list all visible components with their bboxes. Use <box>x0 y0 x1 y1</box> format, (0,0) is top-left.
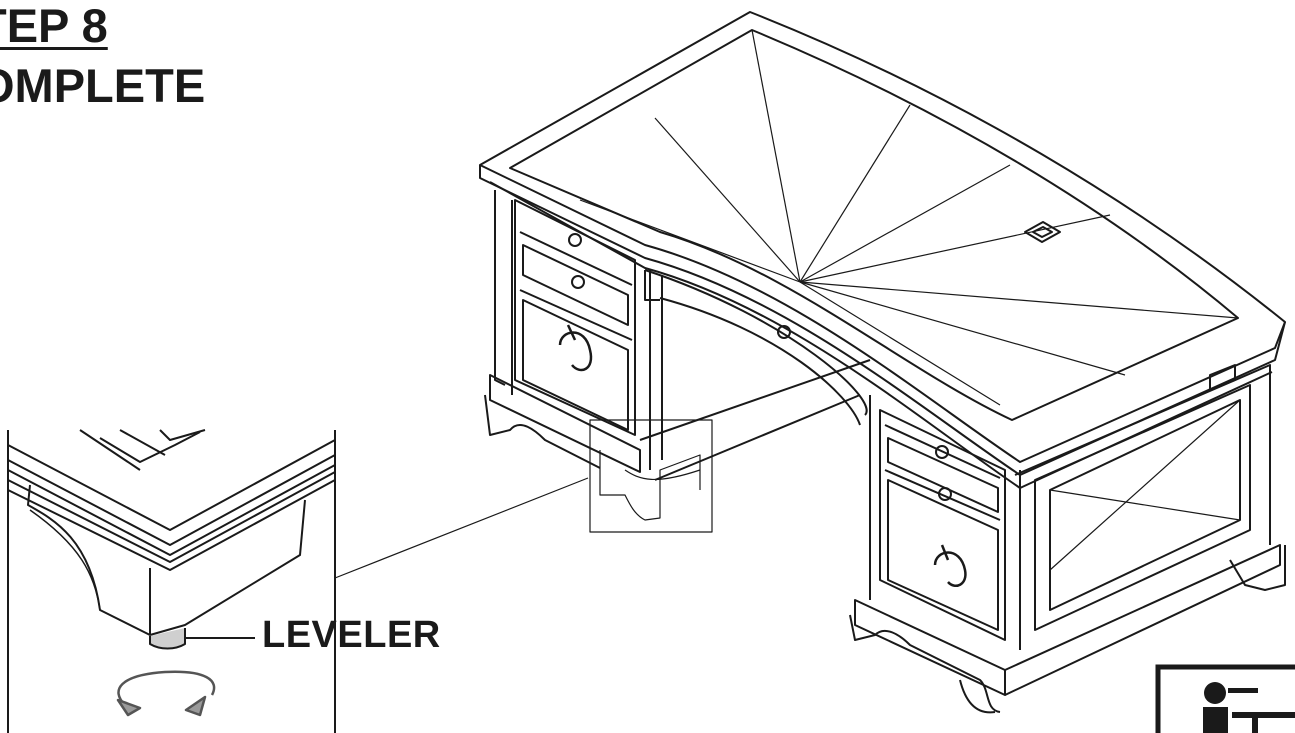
desktop-outer-edge <box>479 11 1286 463</box>
front-apron <box>644 269 868 426</box>
detail-box <box>589 419 713 533</box>
desktop-inner-border <box>509 29 1239 421</box>
leveler-detail <box>7 429 336 733</box>
desk-illustration <box>479 11 1286 714</box>
detail-leader-line <box>334 477 589 579</box>
sunburst-veneer <box>579 29 1239 406</box>
step-number: TEP 8 <box>0 0 108 52</box>
right-pedestal <box>849 364 1286 714</box>
rotate-arrows-icon <box>116 670 216 717</box>
two-person-assembly-icon <box>1155 664 1295 733</box>
cable-grommet <box>1024 221 1061 243</box>
leveler-label: LEVELER <box>262 614 441 656</box>
left-pedestal <box>484 190 871 481</box>
step-status: OMPLETE <box>0 59 206 112</box>
step-heading: TEP 8 OMPLETE <box>0 0 205 116</box>
